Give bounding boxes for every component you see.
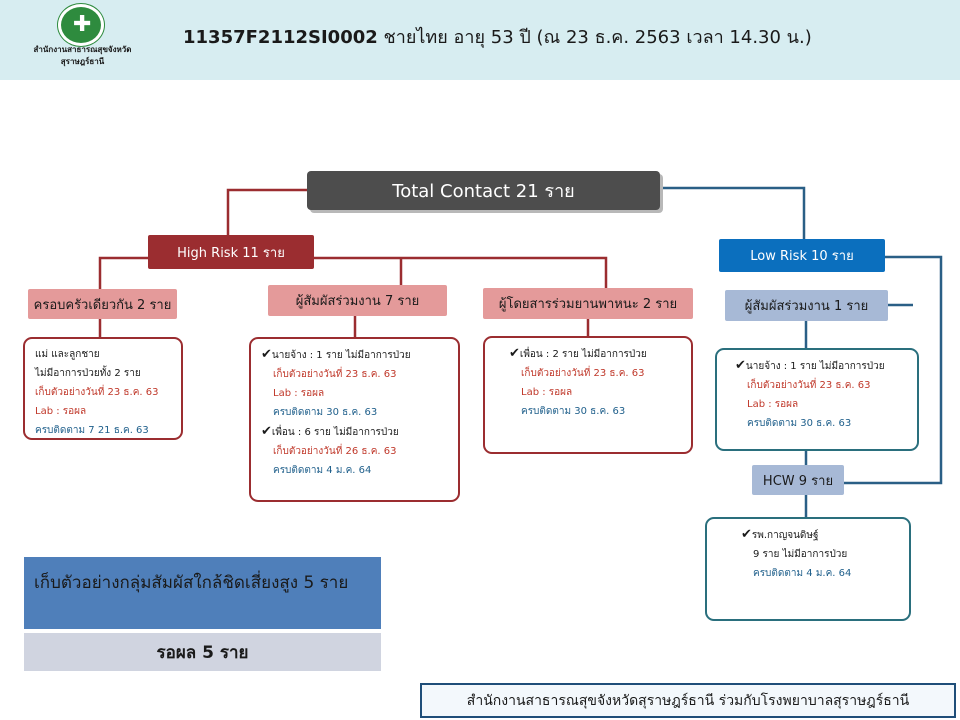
footer-credit: สำนักงานสาธารณสุขจังหวัดสุราษฎร์ธานี ร่ว… bbox=[420, 683, 956, 718]
low-coworker-group-node: ผู้สัมผัสร่วมงาน 1 ราย bbox=[725, 290, 888, 321]
check-icon: ✔ bbox=[509, 346, 520, 361]
detail-text: นายจ้าง : 1 ราย ไม่มีอาการป่วย bbox=[271, 350, 411, 361]
detail-line: ✔รพ.กาญจนดิษฐ์ bbox=[741, 525, 899, 545]
low-coworker-detail-box: ✔นายจ้าง : 1 ราย ไม่มีอาการป่วย เก็บตัวอ… bbox=[715, 348, 919, 451]
detail-line: เก็บตัวอย่างวันที่ 26 ธ.ค. 63 bbox=[273, 446, 397, 457]
detail-line: เก็บตัวอย่างวันที่ 23 ธ.ค. 63 bbox=[35, 387, 159, 398]
emblem-symbol: ✚ bbox=[73, 12, 92, 37]
detail-text: นายจ้าง : 1 ราย ไม่มีอาการป่วย bbox=[745, 361, 885, 372]
hcw-detail-box: ✔รพ.กาญจนดิษฐ์ 9 ราย ไม่มีอาการป่วย ครบต… bbox=[705, 517, 911, 621]
detail-line: เก็บตัวอย่างวันที่ 23 ธ.ค. 63 bbox=[521, 368, 645, 379]
low-risk-node: Low Risk 10 ราย bbox=[719, 239, 885, 272]
detail-text: เพื่อน : 2 ราย ไม่มีอาการป่วย bbox=[519, 349, 647, 360]
high-risk-connectors bbox=[98, 188, 608, 337]
sampled-summary: เก็บตัวอย่างกลุ่มสัมผัสใกล้ชิดเสี่ยงสูง … bbox=[24, 557, 381, 629]
detail-line: ✔นายจ้าง : 1 ราย ไม่มีอาการป่วย bbox=[261, 345, 448, 365]
detail-line: ครบติดตาม 30 ธ.ค. 63 bbox=[521, 406, 626, 417]
detail-line: ✔เพื่อน : 2 ราย ไม่มีอาการป่วย bbox=[509, 344, 681, 364]
detail-text: เพื่อน : 6 ราย ไม่มีอาการป่วย bbox=[271, 427, 399, 438]
passenger-group-node: ผู้โดยสารร่วมยานพาหนะ 2 ราย bbox=[483, 288, 693, 319]
moph-emblem-icon: ✚ bbox=[58, 4, 104, 46]
pending-summary: รอผล 5 ราย bbox=[24, 633, 381, 671]
detail-line: Lab : รอผล bbox=[273, 388, 325, 399]
check-icon: ✔ bbox=[261, 424, 272, 439]
case-info: ชายไทย อายุ 53 ปี (ณ 23 ธ.ค. 2563 เวลา 1… bbox=[377, 27, 812, 48]
detail-line: ไม่มีอาการป่วยทั้ง 2 ราย bbox=[35, 368, 141, 379]
detail-line: ✔นายจ้าง : 1 ราย ไม่มีอาการป่วย bbox=[735, 356, 907, 376]
detail-line: เก็บตัวอย่างวันที่ 23 ธ.ค. 63 bbox=[747, 380, 871, 391]
detail-text: รพ.กาญจนดิษฐ์ bbox=[751, 530, 819, 541]
header-bar bbox=[0, 0, 960, 80]
check-icon: ✔ bbox=[741, 527, 752, 542]
detail-line: Lab : รอผล bbox=[521, 387, 573, 398]
detail-line: ครบติดตาม 4 ม.ค. 64 bbox=[753, 568, 852, 579]
total-contact-node: Total Contact 21 ราย bbox=[307, 171, 660, 210]
org-name-line1: สำนักงานสาธารณสุขจังหวัด bbox=[33, 45, 132, 54]
detail-line: Lab : รอผล bbox=[35, 406, 87, 417]
hcw-group-node: HCW 9 ราย bbox=[752, 465, 844, 495]
family-group-node: ครอบครัวเดียวกัน 2 ราย bbox=[28, 289, 177, 319]
high-to-coworker-line bbox=[314, 256, 608, 288]
coworker-detail-box: ✔นายจ้าง : 1 ราย ไม่มีอาการป่วย เก็บตัวอ… bbox=[249, 337, 460, 502]
detail-line: 9 ราย ไม่มีอาการป่วย bbox=[753, 549, 848, 560]
passenger-detail-box: ✔เพื่อน : 2 ราย ไม่มีอาการป่วย เก็บตัวอย… bbox=[483, 336, 693, 454]
detail-line: เก็บตัวอย่างวันที่ 23 ธ.ค. 63 bbox=[273, 369, 397, 380]
detail-line: แม่ และลูกชาย bbox=[35, 349, 100, 360]
low-to-hcw-line bbox=[844, 255, 943, 485]
high-to-family-line bbox=[98, 256, 148, 289]
org-name: สำนักงานสาธารณสุขจังหวัด สุราษฎร์ธานี bbox=[20, 44, 145, 68]
family-detail-box: แม่ และลูกชาย ไม่มีอาการป่วยทั้ง 2 ราย เ… bbox=[23, 337, 183, 440]
total-to-low-line bbox=[660, 186, 806, 239]
detail-line: ✔เพื่อน : 6 ราย ไม่มีอาการป่วย bbox=[261, 422, 448, 442]
high-risk-node: High Risk 11 ราย bbox=[148, 235, 314, 269]
coworker-group-node: ผู้สัมผัสร่วมงาน 7 ราย bbox=[268, 285, 447, 316]
check-icon: ✔ bbox=[261, 347, 272, 362]
page-title: 11357F2112SI0002 ชายไทย อายุ 53 ปี (ณ 23… bbox=[183, 22, 812, 51]
case-code: 11357F2112SI0002 bbox=[183, 27, 378, 48]
detail-line: Lab : รอผล bbox=[747, 399, 799, 410]
detail-line: ครบติดตาม 7 21 ธ.ค. 63 bbox=[35, 425, 149, 436]
detail-line: ครบติดตาม 30 ธ.ค. 63 bbox=[273, 407, 378, 418]
check-icon: ✔ bbox=[735, 358, 746, 373]
low-risk-connectors bbox=[660, 186, 943, 517]
org-name-line2: สุราษฎร์ธานี bbox=[60, 57, 105, 66]
total-to-high-line bbox=[226, 188, 307, 235]
detail-line: ครบติดตาม 30 ธ.ค. 63 bbox=[747, 418, 852, 429]
detail-line: ครบติดตาม 4 ม.ค. 64 bbox=[273, 465, 372, 476]
